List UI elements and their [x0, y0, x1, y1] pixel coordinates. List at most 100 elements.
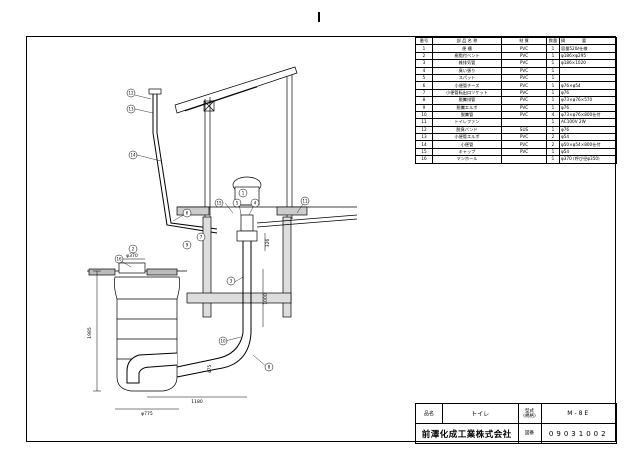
parts-cell-material: PVC — [501, 96, 547, 105]
pit-wall-right — [282, 216, 292, 318]
parts-cell-no: 6 — [415, 81, 433, 90]
parts-cell-material: PVC — [501, 81, 547, 90]
parts-cell-no: 5 — [415, 73, 433, 83]
drawing-number-label: 図番 — [517, 423, 542, 444]
parts-cell-qty: 1 — [546, 73, 560, 83]
parts-cell-note: φ54 — [559, 147, 617, 157]
parts-cell-note: φ73×φ76×570 — [559, 96, 617, 105]
technical-drawing: 12 13 14 6 9 15 5 4 11 3 10 8 16 2 1 7 φ… — [87, 66, 358, 417]
floor-slab-right — [276, 206, 308, 216]
balloon-label: 10 — [220, 339, 226, 344]
balloon-9 — [182, 240, 192, 250]
parts-cell-qty: 1 — [546, 44, 560, 53]
dim-pipe-width: 475 — [207, 365, 213, 374]
balloon-label: 6 — [186, 211, 189, 216]
dim-manhole: φ370 — [126, 253, 138, 259]
parts-cell-qty: 2 — [546, 140, 560, 149]
parts-cell-name: 樹脂付ベント — [432, 51, 502, 61]
parts-cell-no: 2 — [415, 51, 433, 61]
parts-cell-material: PVC — [501, 147, 547, 157]
balloon-label: 5 — [236, 201, 239, 206]
balloon-13 — [126, 104, 136, 114]
drawing-sheet: 12 13 14 6 9 15 5 4 11 3 10 8 16 2 1 7 φ… — [26, 36, 617, 444]
parts-cell-name: マンホール — [432, 155, 502, 164]
balloon-11 — [300, 196, 310, 206]
pit-wall-left — [202, 216, 212, 318]
parts-cell-no: 4 — [415, 66, 433, 75]
balloon-8 — [264, 362, 274, 372]
parts-cell-material: PVC — [501, 73, 547, 83]
manhole — [118, 262, 146, 274]
parts-cell-qty: 1 — [546, 155, 560, 164]
parts-cell-no: 11 — [415, 118, 433, 127]
parts-cell-material: PVC — [501, 133, 547, 142]
company-name: 前澤化成工業株式会社 — [415, 423, 519, 444]
parts-header-row: 番号 部 品 名 称 材 質 数量 摘 要 — [415, 36, 617, 46]
parts-cell-name: 脱臭バンド — [432, 125, 502, 135]
balloon-label: 1 — [242, 191, 245, 196]
dim-height: 1985 — [87, 327, 93, 339]
parts-cell-name: 便 槽 — [432, 44, 502, 53]
parts-cell-name: 臭い張り — [432, 66, 502, 75]
parts-cell-no: 8 — [415, 96, 433, 105]
parts-cell-name: 雑排気管 — [432, 59, 502, 68]
balloon-4 — [250, 198, 260, 208]
parts-cell-note: φ76 — [559, 88, 617, 98]
parts-cell-qty: 1 — [546, 88, 560, 98]
parts-cell-name: 小便管転出口ソケット — [432, 88, 502, 98]
balloon-15 — [214, 198, 224, 208]
parts-cell-no: 1 — [415, 44, 433, 53]
balloon-7 — [196, 232, 206, 242]
parts-cell-material: SUS — [501, 125, 547, 135]
balloon-label: 11 — [302, 199, 308, 204]
balloon-label: 3 — [230, 279, 233, 284]
parts-cell-qty: 1 — [546, 59, 560, 68]
balloon-label: 12 — [128, 91, 134, 96]
trap-fitting — [240, 214, 254, 232]
parts-cell-note: φ370 (呼び径φ350) — [559, 155, 617, 164]
parts-cell-note: 容量520ℓ仕様 — [559, 44, 617, 53]
parts-cell-name: 脱糞管 — [432, 110, 502, 120]
parts-cell-no: 7 — [415, 88, 433, 98]
model-label: 型式(規格) — [517, 403, 542, 424]
balloon-label: 15 — [216, 201, 222, 206]
parts-cell-qty: 1 — [546, 103, 560, 112]
parts-cell-material: PVC — [501, 88, 547, 98]
balloon-5 — [232, 198, 242, 208]
name-label: 品名 — [415, 403, 443, 424]
parts-cell-note: φ76×φ54 — [559, 81, 617, 90]
parts-cell-note: φ186×1020 — [559, 59, 617, 68]
parts-cell-material: PVC — [501, 66, 547, 75]
floor-slab-left — [176, 206, 210, 216]
parts-cell-qty: 1 — [546, 147, 560, 157]
dim-tank: φ775 — [141, 411, 153, 417]
name-value: トイレ — [442, 403, 519, 424]
fan-box — [203, 100, 215, 112]
parts-cell-name: キャップ — [432, 147, 502, 157]
model-value: M-8E — [540, 403, 617, 424]
header-material: 材 質 — [501, 36, 547, 46]
parts-cell-note: φ76 — [559, 103, 617, 112]
parts-cell-no: 10 — [415, 110, 433, 120]
parts-cell-material — [501, 155, 547, 164]
drain-elbow — [176, 332, 244, 368]
parts-cell-qty: 1 — [546, 118, 560, 127]
parts-cell-note: φ54 — [559, 133, 617, 142]
header-name: 部 品 名 称 — [432, 36, 502, 46]
balloon-3 — [226, 276, 236, 286]
header-no: 番号 — [415, 36, 433, 46]
parts-cell-name: 小便管チーズ — [432, 81, 502, 90]
parts-cell-qty: 2 — [546, 133, 560, 142]
balloon-1 — [238, 188, 248, 198]
parts-cell-no: 13 — [415, 133, 433, 142]
balloon-label: 16 — [116, 257, 122, 262]
